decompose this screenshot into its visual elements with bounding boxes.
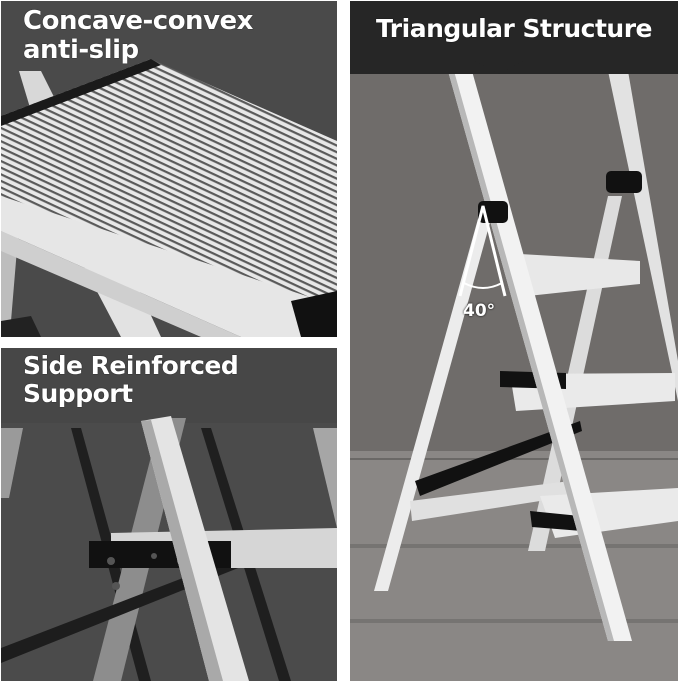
feature-panel-triangular-structure: Triangular Structure 40°: [350, 1, 678, 681]
feature-panel-side-support: Side Reinforced Support: [1, 348, 337, 681]
tread-closeup-illustration: [1, 59, 337, 337]
feature-panel-anti-slip: Concave-convex anti-slip: [1, 1, 337, 337]
title-line-1: Side Reinforced: [23, 351, 239, 380]
angle-label: 40°: [463, 301, 496, 321]
side-support-illustration: [1, 348, 337, 681]
feature-title: Concave-convex anti-slip: [23, 7, 253, 64]
ladder-illustration: [350, 1, 678, 681]
title-line-1: Concave-convex: [23, 6, 253, 36]
feature-title: Side Reinforced Support: [23, 351, 239, 408]
title-line-2: Support: [23, 378, 133, 408]
banner-notch: [475, 61, 523, 74]
title-line-2: anti-slip: [23, 34, 139, 65]
feature-title: Triangular Structure: [376, 14, 652, 43]
